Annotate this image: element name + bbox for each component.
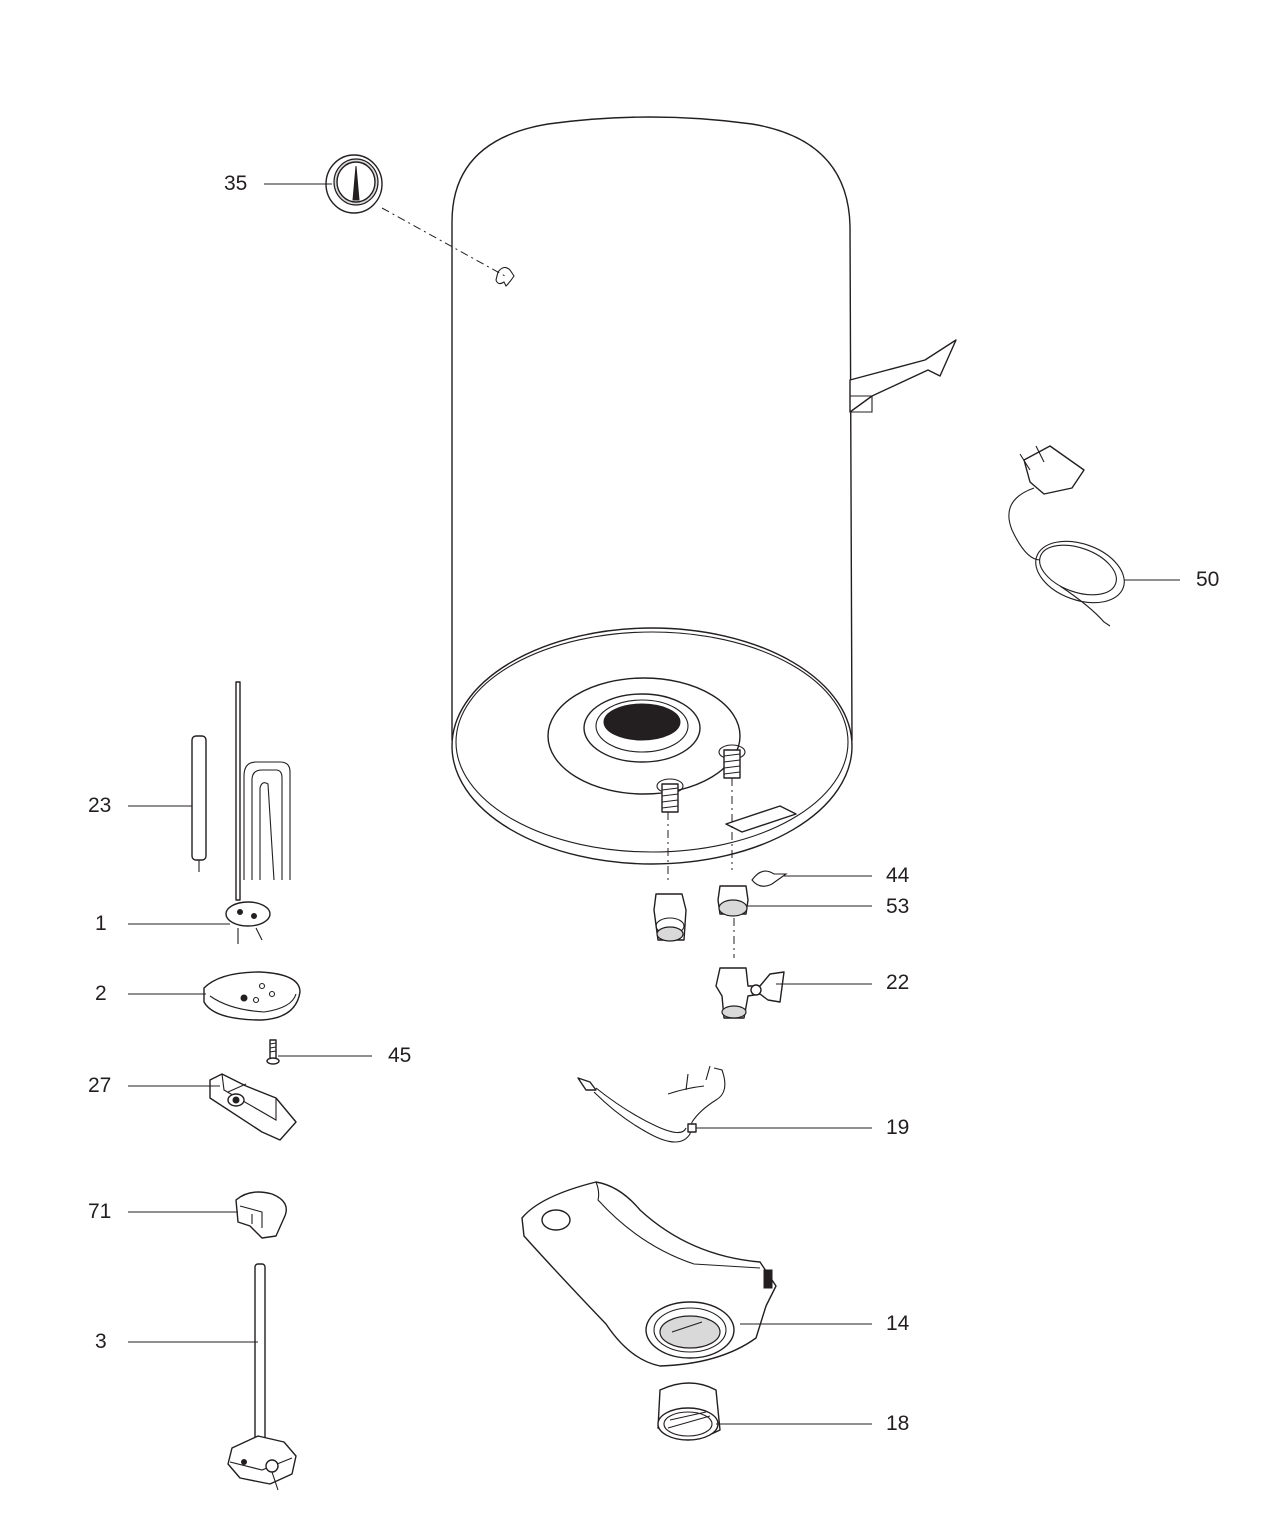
water-heater-tank bbox=[451, 116, 957, 865]
anode-rod-icon bbox=[191, 735, 207, 872]
heating-element-icon bbox=[225, 681, 291, 944]
clip-icon bbox=[235, 1191, 287, 1239]
inlet-pipe bbox=[656, 778, 684, 813]
part-label-3: 3 bbox=[95, 1330, 107, 1353]
wall-bracket bbox=[849, 339, 957, 413]
part-label-23: 23 bbox=[88, 794, 112, 817]
part-label-45: 45 bbox=[388, 1044, 412, 1067]
flange-gasket-icon bbox=[203, 971, 301, 1021]
part-label-71: 71 bbox=[88, 1200, 112, 1223]
dielectric-fitting-icon bbox=[717, 885, 749, 917]
part-label-18: 18 bbox=[886, 1412, 910, 1435]
part-label-22: 22 bbox=[886, 971, 910, 994]
part-label-50: 50 bbox=[1196, 568, 1220, 591]
part-label-14: 14 bbox=[886, 1312, 910, 1335]
thermostat-icon bbox=[227, 1263, 297, 1491]
part-label-1: 1 bbox=[95, 912, 107, 935]
bottom-cover-icon bbox=[521, 1181, 777, 1367]
part-label-35: 35 bbox=[224, 172, 248, 195]
part-label-2: 2 bbox=[95, 982, 107, 1005]
screw-icon bbox=[266, 1039, 280, 1065]
part-label-53: 53 bbox=[886, 895, 910, 918]
part-label-27: 27 bbox=[88, 1074, 112, 1097]
thermometer-dial-icon bbox=[325, 154, 383, 214]
part-label-19: 19 bbox=[886, 1116, 910, 1139]
control-knob-icon bbox=[657, 1382, 721, 1441]
flange-bracket-icon bbox=[209, 1073, 297, 1141]
part-label-44: 44 bbox=[886, 864, 910, 887]
inlet-fitting-icon bbox=[653, 893, 687, 942]
thermal-cutout-probe-icon bbox=[577, 1065, 726, 1143]
pipe-clip-icon bbox=[751, 870, 788, 887]
safety-valve-icon bbox=[715, 967, 785, 1019]
power-cord-plug-icon bbox=[1008, 445, 1125, 627]
